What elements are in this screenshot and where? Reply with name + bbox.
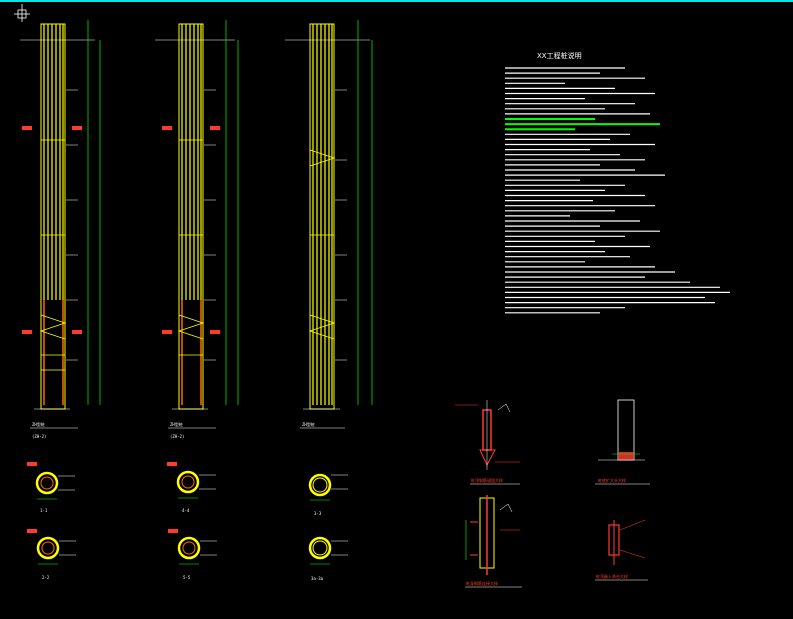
detail-1-label: 桩顶钢筋锚固大样 bbox=[471, 477, 503, 483]
notes-title: XX工程桩说明 bbox=[537, 51, 582, 60]
pile-3-name: ZH型桩 bbox=[302, 421, 315, 427]
detail-4-label: 桩顶嵌入承台大样 bbox=[596, 573, 628, 579]
detail-pile-cap-embed[interactable]: 桩顶嵌入承台大样 bbox=[595, 519, 648, 581]
section-5-5[interactable]: 5-5 bbox=[168, 529, 217, 580]
pile-2-subname: (ZH-2) bbox=[170, 434, 184, 439]
pile-elevation-2[interactable]: ZH型桩 (ZH-2) bbox=[155, 20, 239, 439]
section-3a-3a[interactable]: 3a-3a bbox=[308, 536, 348, 581]
section-2-2[interactable]: 2-2 bbox=[27, 529, 76, 580]
section-3a-3a-label: 3a-3a bbox=[311, 576, 324, 581]
section-2-2-label: 2-2 bbox=[42, 575, 50, 580]
ucs-marker bbox=[14, 4, 30, 22]
detail-pile-bottom[interactable]: 桩底扩大头大样 bbox=[595, 399, 650, 485]
detail-pile-top-anchor[interactable]: 桩顶钢筋锚固大样 bbox=[455, 400, 520, 485]
section-1-1[interactable]: 1-1 bbox=[27, 462, 75, 513]
section-3-3[interactable]: 3-3 bbox=[308, 473, 348, 516]
detail-2-label: 桩底扩大头大样 bbox=[598, 477, 626, 483]
detail-rebar-joint[interactable]: 桩身钢筋连接大样 bbox=[465, 495, 522, 588]
section-5-5-label: 5-5 bbox=[183, 575, 191, 580]
construction-notes[interactable]: XX工程桩说明 bbox=[505, 51, 730, 314]
section-4-4-label: 4-4 bbox=[182, 508, 190, 513]
section-1-1-label: 1-1 bbox=[40, 508, 48, 513]
notes-text-lines bbox=[505, 67, 730, 314]
pile-1-name: ZH型桩 bbox=[32, 421, 45, 427]
window-top-border bbox=[0, 0, 793, 2]
section-4-4[interactable]: 4-4 bbox=[167, 462, 216, 513]
section-3-3-label: 3-3 bbox=[314, 511, 322, 516]
pile-1-subname: (ZH-2) bbox=[32, 434, 46, 439]
pile-2-name: ZH型桩 bbox=[170, 421, 183, 427]
pile-elevation-3[interactable]: ZH型桩 bbox=[285, 20, 373, 429]
detail-3-label: 桩身钢筋连接大样 bbox=[466, 580, 498, 586]
pile-elevation-1[interactable]: ZH型桩 (ZH-2) bbox=[20, 20, 101, 439]
